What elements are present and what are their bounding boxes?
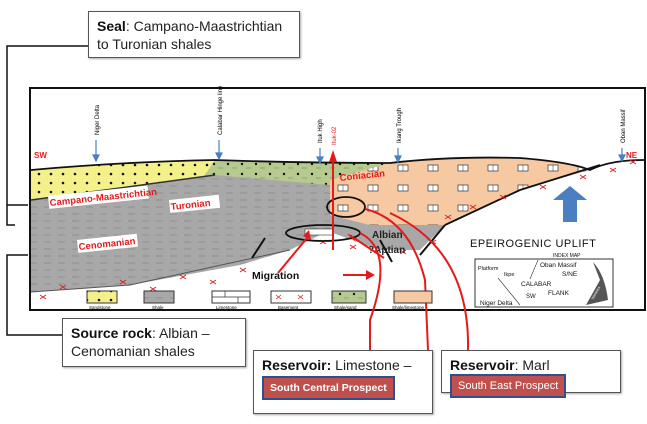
reservoir-marl-title: Reservoir [450,357,515,373]
svg-text:Albian: Albian [372,230,403,241]
svg-text:Shale: Shale [152,305,164,310]
location-label-calabar-hinge: Calabar Hinge line [218,85,224,135]
location-markers [92,140,626,165]
ne-label: NE [626,151,638,160]
source-text-line2: Cenomanian shales [71,343,195,359]
svg-text:FLANK: FLANK [548,290,570,297]
reservoir-marl-callout: Reservoir: Marl South East Prospect [441,350,621,398]
migration-arrows [277,160,470,351]
svg-text:S/NE: S/NE [562,271,578,278]
source-text-line1: : Albian – [151,325,210,341]
reservoir-limestone-callout: Reservoir: Limestone – South Central Pro… [253,350,433,414]
svg-text:Platform: Platform [478,266,499,272]
well-label: Ituk-02 [332,126,338,145]
seal-title: Seal [97,18,126,34]
svg-text:Volcanics: Volcanics [590,285,601,300]
svg-text:Niger Delta: Niger Delta [480,300,513,307]
sw-label: SW [34,151,47,160]
basement-marks [39,159,637,300]
uplift-label: EPEIROGENIC UPLIFT [470,238,596,250]
location-label-ikang-trough: Ikang Trough [397,108,403,143]
reservoir-limestone-title: Reservoir: [262,357,332,373]
legend: Sandstone Shale Limestone Basement Shale… [86,290,433,310]
svg-text:CALABAR: CALABAR [521,281,552,288]
shale-limestone-layer [330,157,590,225]
svg-text:Oban Massif: Oban Massif [540,262,577,269]
marl-reservoir-ellipse [326,196,366,218]
svg-text:Ikpe: Ikpe [504,272,514,278]
seal-callout: Seal: Campano-Maastrichtian to Turonian … [88,11,300,58]
svg-text:INDEX MAP: INDEX MAP [553,253,581,259]
source-rock-callout: Source rock: Albian – Cenomanian shales [62,318,246,367]
svg-text:Turonian: Turonian [170,198,211,213]
svg-text:?Aptian: ?Aptian [368,245,405,256]
source-connector [6,254,62,336]
migration-label: Migration [252,270,299,282]
svg-text:Limestone: Limestone [216,305,237,310]
svg-text:Basement: Basement [278,305,299,310]
svg-text:Sandstone: Sandstone [89,305,111,310]
svg-text:SW: SW [526,294,536,300]
arrow-heads [303,150,375,280]
south-east-prospect-tag: South East Prospect [450,374,567,398]
seal-text-line2: to Turonian shales [97,36,212,52]
svg-text:Coniacian: Coniacian [339,168,385,184]
seal-connector [6,45,88,226]
south-central-prospect-tag: South Central Prospect [262,376,395,400]
reservoir-marl-text: : Marl [514,357,550,373]
location-label-ituk-high: Ituk High [318,119,324,143]
svg-text:Shale/limestone: Shale/limestone [392,305,425,310]
source-title: Source rock [71,325,152,341]
svg-text:Shale/sand: Shale/sand [334,305,357,310]
reservoir-limestone-text: Limestone – [331,357,412,373]
location-label-niger-delta: Niger Delta [95,104,101,135]
shale-layer [31,175,330,292]
uplift-arrow-icon [553,186,587,222]
seal-text-line1: : Campano-Maastrichtian [125,18,283,34]
location-label-oban-massif: Oban Massif [621,109,627,143]
index-map: INDEX MAP Oban Massif S/NE CALABAR FLANK… [474,253,614,308]
